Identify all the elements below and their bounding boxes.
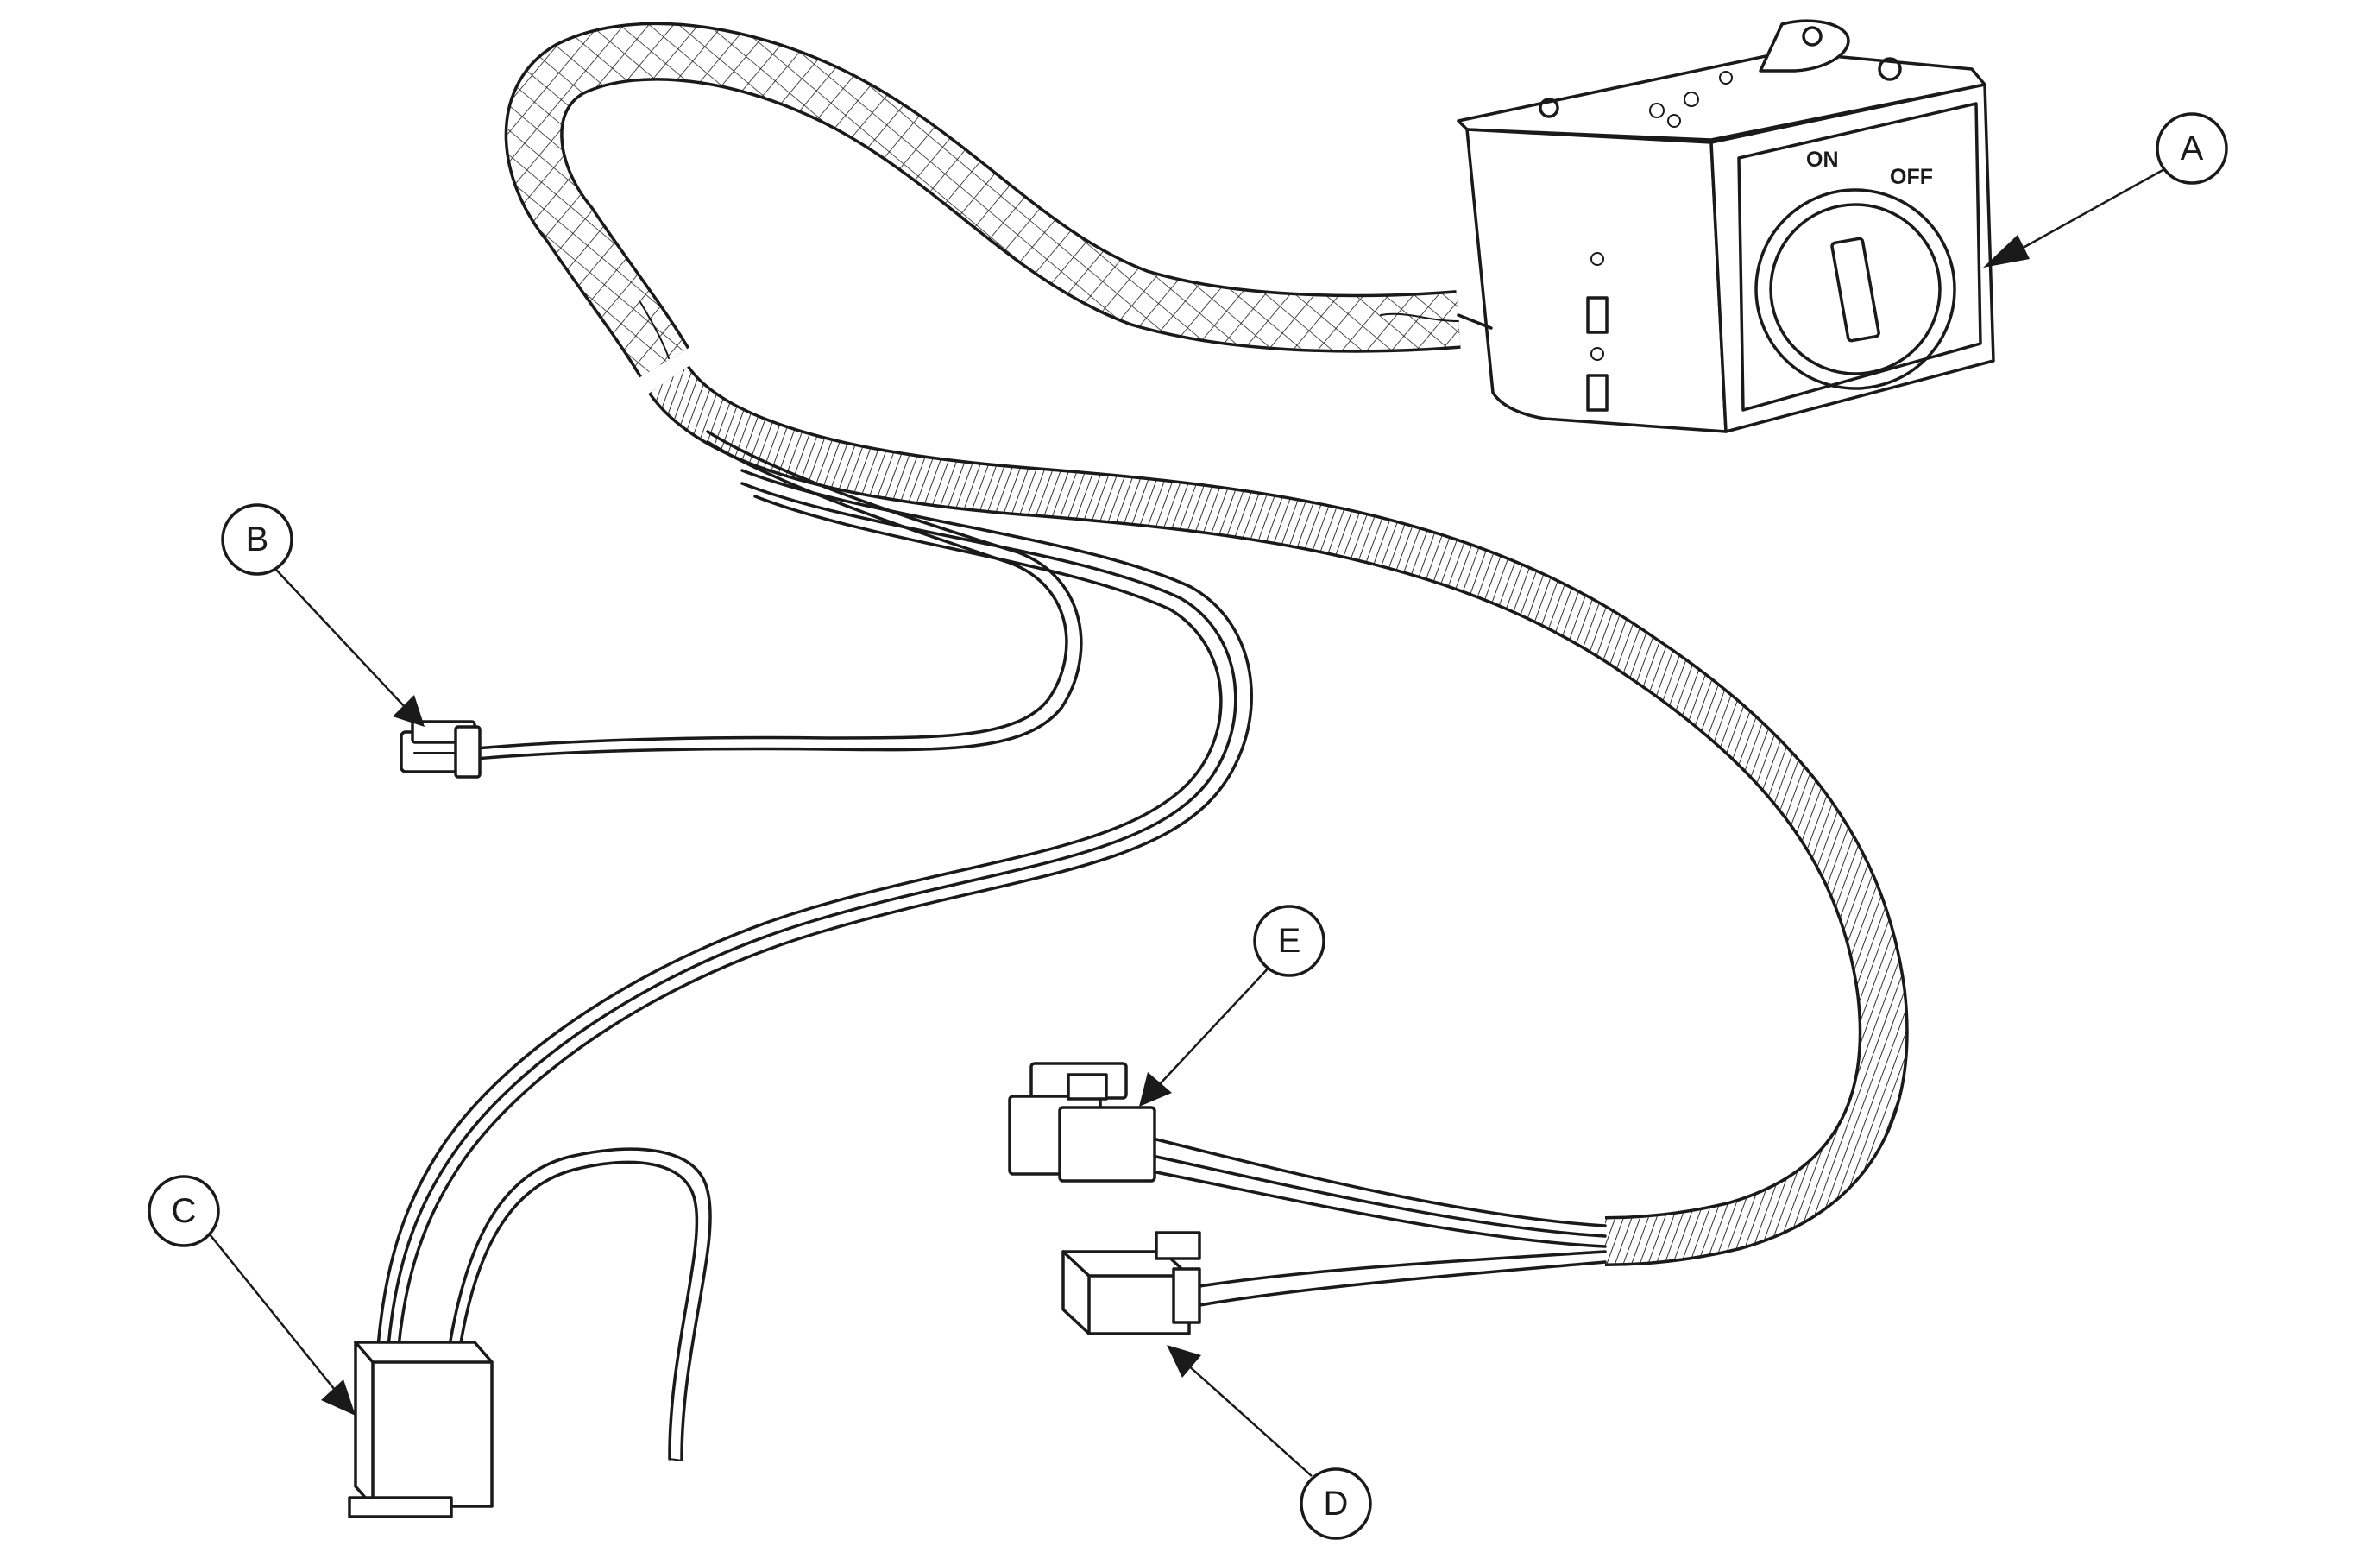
- callout-b: B: [221, 503, 425, 727]
- connector-e: [1008, 1062, 1156, 1183]
- connector-b: [400, 720, 482, 779]
- callout-b-label: B: [246, 521, 269, 558]
- switch-off-label: OFF: [1890, 165, 1933, 189]
- callout-a-label: A: [2181, 129, 2204, 167]
- callout-c: C: [148, 1175, 356, 1416]
- crosshatched-sleeve-loop: [504, 22, 1461, 378]
- ribbed-conduit: [648, 364, 1909, 1266]
- callout-d: D: [1167, 1345, 1372, 1540]
- callout-e-label: E: [1278, 922, 1301, 960]
- connector-d: [1061, 1231, 1201, 1335]
- callout-a: A: [1983, 112, 2228, 268]
- wire-to-c: [376, 469, 1253, 1348]
- callout-e: E: [1139, 905, 1325, 1107]
- loose-wire: [447, 1147, 712, 1461]
- switch-on-label: ON: [1806, 148, 1839, 172]
- wires-to-d-e: [1155, 1138, 1607, 1307]
- connector-c: [348, 1341, 494, 1518]
- callout-c-label: C: [172, 1192, 197, 1230]
- ignition-switch: [1457, 19, 1995, 433]
- callout-d-label: D: [1324, 1485, 1349, 1523]
